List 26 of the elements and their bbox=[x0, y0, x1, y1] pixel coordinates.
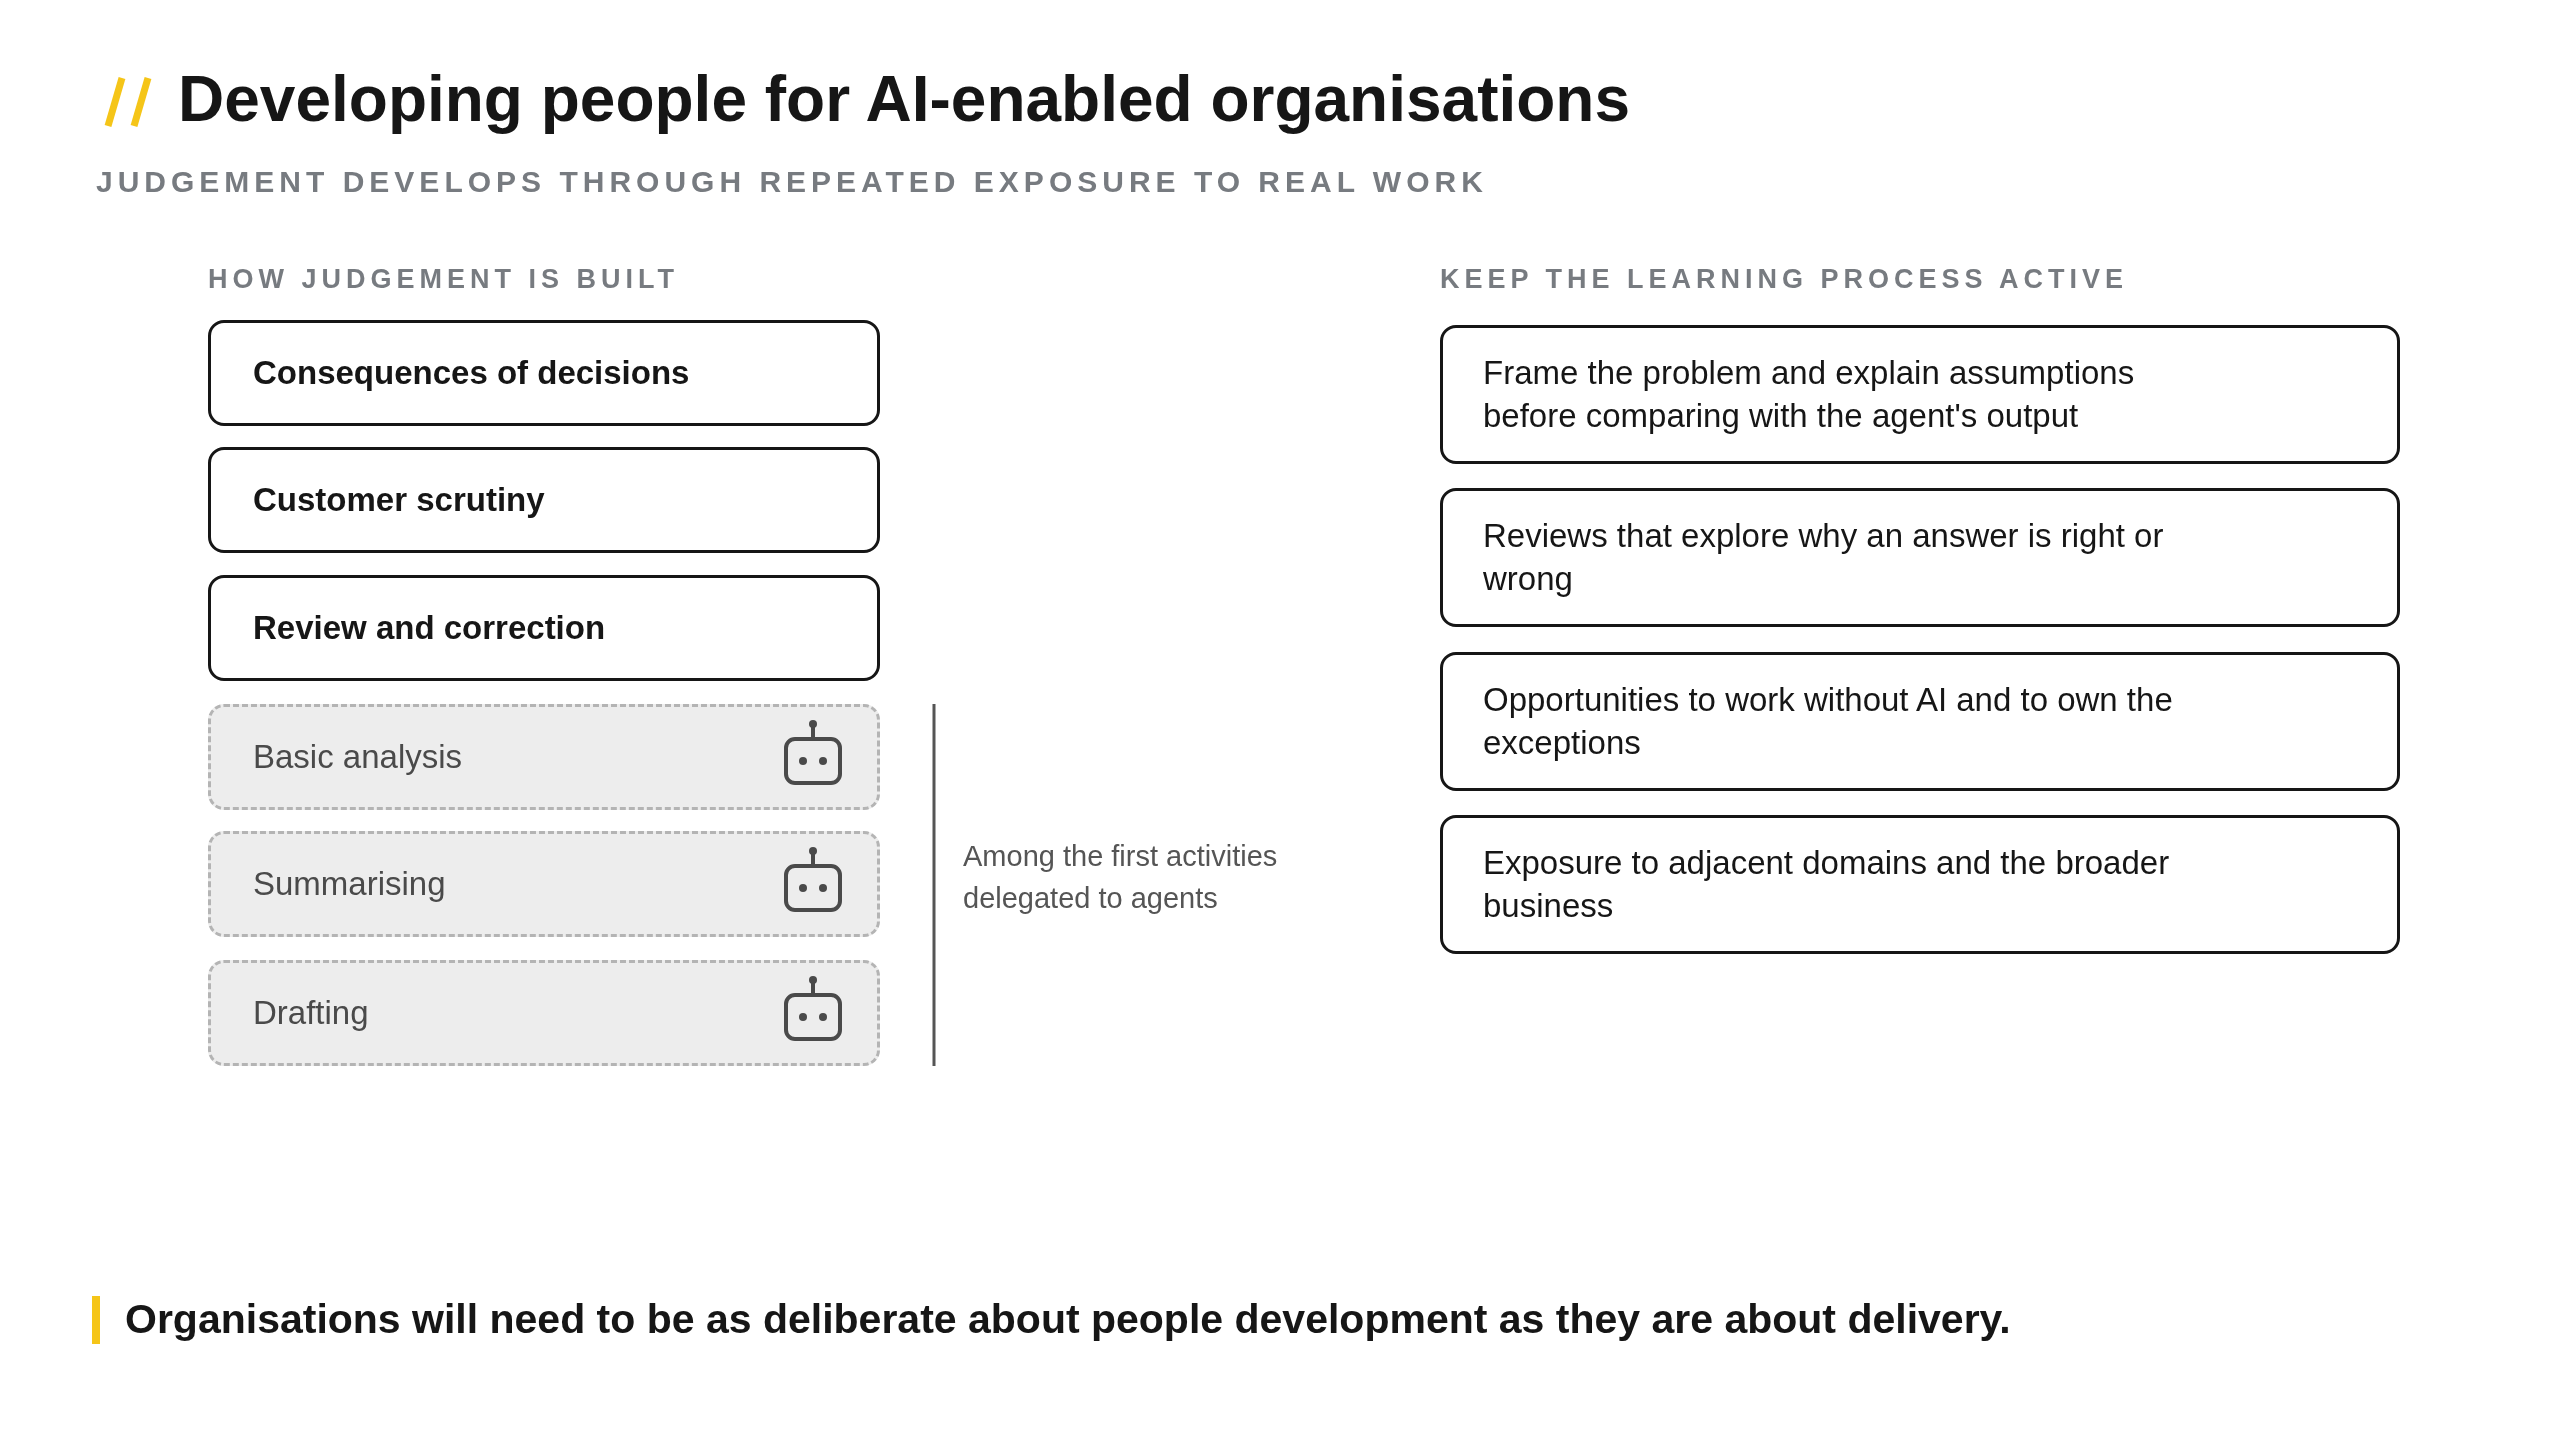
box-text: Customer scrutiny bbox=[252, 481, 545, 519]
box-text: Drafting bbox=[252, 994, 369, 1032]
box-text: Opportunities to work without AI and to own the exceptions bbox=[1482, 679, 2174, 763]
process-box bbox=[1440, 325, 2400, 464]
box-text: Consequences of decisions bbox=[252, 354, 690, 392]
box-text: Summarising bbox=[252, 865, 446, 903]
annotation-text: Among the first activities delegated to agents bbox=[963, 839, 1279, 917]
delegated-task-box bbox=[208, 831, 880, 937]
process-box bbox=[208, 320, 880, 426]
title: Developing people for AI-enabled organisations bbox=[178, 62, 1631, 136]
box-text: Review and correction bbox=[252, 609, 606, 647]
box-text: Basic analysis bbox=[252, 738, 463, 776]
section-heading: HOW JUDGEMENT IS BUILT bbox=[208, 263, 679, 296]
delegated-task-box bbox=[208, 704, 880, 810]
box-text: Frame the problem and explain assumptions before comparing with the agent's output bbox=[1482, 352, 2136, 436]
section-heading: KEEP THE LEARNING PROCESS ACTIVE bbox=[1440, 263, 2129, 296]
process-box bbox=[208, 575, 880, 681]
takeaway-text: Organisations will need to be as deliberate about people development as they are about delivery. bbox=[125, 1296, 2011, 1343]
process-box bbox=[1440, 488, 2400, 627]
process-box bbox=[208, 447, 880, 553]
box-text: Exposure to adjacent domains and the broader business bbox=[1482, 842, 2171, 926]
box-text: Reviews that explore why an answer is right or wrong bbox=[1482, 515, 2165, 599]
subtitle: JUDGEMENT DEVELOPS THROUGH REPEATED EXPOSURE TO REAL WORK bbox=[96, 164, 1488, 200]
delegated-task-box bbox=[208, 960, 880, 1066]
process-box bbox=[1440, 652, 2400, 791]
process-box bbox=[1440, 815, 2400, 954]
